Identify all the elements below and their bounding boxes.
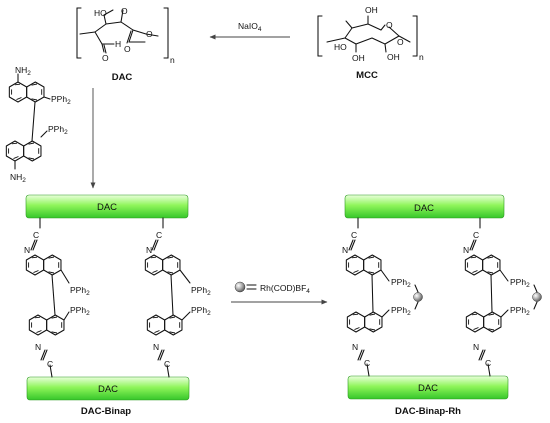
binap-diamine-structure [5, 73, 51, 170]
right-pph2-1: PPh2 [391, 277, 411, 289]
left-linker-n-1: N [24, 245, 30, 255]
amine-bottom-label: NH2 [10, 172, 26, 184]
right-linker-c-1: C [351, 230, 357, 240]
mcc-structure [317, 15, 418, 57]
dac-bar-bottom-left-label: DAC [98, 384, 118, 395]
right-linker-n-1: N [342, 245, 348, 255]
left-linker-c-2: C [156, 230, 162, 240]
left-linker-n-2: N [146, 245, 152, 255]
right-linker-n-4: N [473, 342, 479, 352]
left-pph2-1: PPh2 [70, 285, 90, 297]
dac-aldehyde-o-left: O [102, 53, 109, 63]
periodate-label: NaIO4 [238, 21, 262, 33]
right-linker-n-2: N [463, 245, 469, 255]
reagent-pph2-top: PPh2 [51, 94, 71, 106]
amine-top-label: NH2 [15, 65, 31, 77]
dac-structure [76, 7, 169, 59]
left-pph2-2: PPh2 [70, 305, 90, 317]
mcc-ho-left: HO [334, 42, 347, 52]
mcc-bridge-o: O [397, 37, 404, 47]
dac-binap-product [25, 194, 191, 401]
right-linker-c-4: C [485, 358, 491, 368]
dac-h: H [115, 39, 121, 49]
rh-sphere-icon-left [413, 292, 423, 302]
dac-aldehyde-o-right: O [124, 44, 131, 54]
dac-bridge-o: O [146, 29, 153, 39]
right-linker-n-3: N [352, 342, 358, 352]
left-linker-c-4: C [164, 359, 170, 369]
dac-bar-top-left [25, 194, 189, 219]
dac-ho: HO [94, 8, 107, 18]
mcc-repeat-n: n [419, 52, 424, 62]
dac-binap-rh-product [344, 194, 509, 400]
dac-ring-o: O [121, 6, 128, 16]
right-pph2-2: PPh2 [391, 305, 411, 317]
dac-bar-bottom-right [347, 375, 509, 400]
dac-binap-rh-label: DAC-Binap-Rh [395, 406, 461, 417]
left-pph2-3: PPh2 [191, 285, 211, 297]
left-linker-c-3: C [47, 359, 53, 369]
dac-bar-top-right [344, 194, 505, 219]
dac-bar-bottom-right-label: DAC [418, 383, 438, 394]
left-linker-c-1: C [33, 230, 39, 240]
mcc-ring-o: O [386, 20, 393, 30]
rh-reagent-label: Rh(COD)BF4 [260, 283, 310, 295]
mcc-label: MCC [356, 70, 378, 81]
dac-bar-bottom-left [26, 376, 190, 401]
dac-label: DAC [112, 72, 133, 83]
mcc-oh-bottom: OH [352, 53, 365, 63]
right-pph2-4: PPh2 [510, 305, 530, 317]
rh-sphere-icon-right [532, 292, 542, 302]
dac-bar-top-left-label: DAC [97, 202, 117, 213]
dac-repeat-n: n [170, 55, 175, 65]
right-linker-c-3: C [364, 358, 370, 368]
dac-bar-top-right-label: DAC [414, 203, 434, 214]
dac-binap-label: DAC-Binap [81, 406, 131, 417]
left-linker-n-3: N [35, 342, 41, 352]
rh-sphere-icon [234, 281, 246, 293]
right-linker-c-2: C [473, 230, 479, 240]
left-pph2-4: PPh2 [191, 305, 211, 317]
mcc-oh-right: OH [387, 52, 400, 62]
reagent-pph2-bottom: PPh2 [48, 124, 68, 136]
mcc-oh-top: OH [365, 5, 378, 15]
left-linker-n-4: N [153, 342, 159, 352]
right-pph2-3: PPh2 [510, 277, 530, 289]
